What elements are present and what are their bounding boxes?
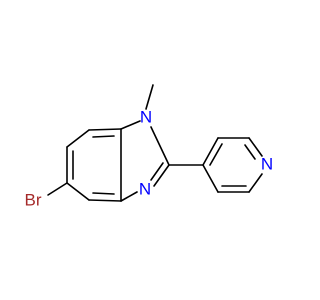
bond-c4-c3a bbox=[88, 199, 122, 202]
structure-canvas: N N N Br bbox=[24, 84, 274, 210]
bond-py-1 bbox=[202, 137, 219, 166]
bond-c5-br bbox=[47, 182, 68, 196]
bond-py-inner-1 bbox=[209, 143, 223, 166]
bond-py-6 bbox=[202, 164, 219, 193]
atom-br-label: Br bbox=[25, 190, 42, 209]
bond-inner-1 bbox=[92, 135, 115, 138]
chemical-structure: N N N Br bbox=[25, 84, 274, 209]
bond-c7a-c7 bbox=[88, 128, 122, 131]
bond-inner-3 bbox=[92, 192, 115, 195]
bond-c2-n3-double bbox=[150, 162, 164, 181]
bond-py-3 bbox=[248, 137, 263, 157]
bond-c7-c6 bbox=[66, 129, 90, 148]
bond-c5-c4 bbox=[66, 182, 90, 201]
bond-n1-c2 bbox=[150, 126, 170, 166]
bond-c2-n3 bbox=[153, 164, 170, 187]
bonds bbox=[47, 84, 263, 202]
atom-n3-label: N bbox=[139, 179, 151, 198]
bond-c7a-n1 bbox=[120, 120, 141, 130]
bond-n3-c3a bbox=[120, 191, 138, 202]
atom-n-pyridine-label: N bbox=[261, 154, 273, 173]
bond-py-inner-2 bbox=[244, 144, 256, 160]
bond-n1-methyl bbox=[145, 84, 154, 110]
atom-labels: N N N Br bbox=[25, 107, 274, 209]
atom-n1-label: N bbox=[140, 107, 152, 126]
bond-py-4 bbox=[248, 173, 263, 193]
